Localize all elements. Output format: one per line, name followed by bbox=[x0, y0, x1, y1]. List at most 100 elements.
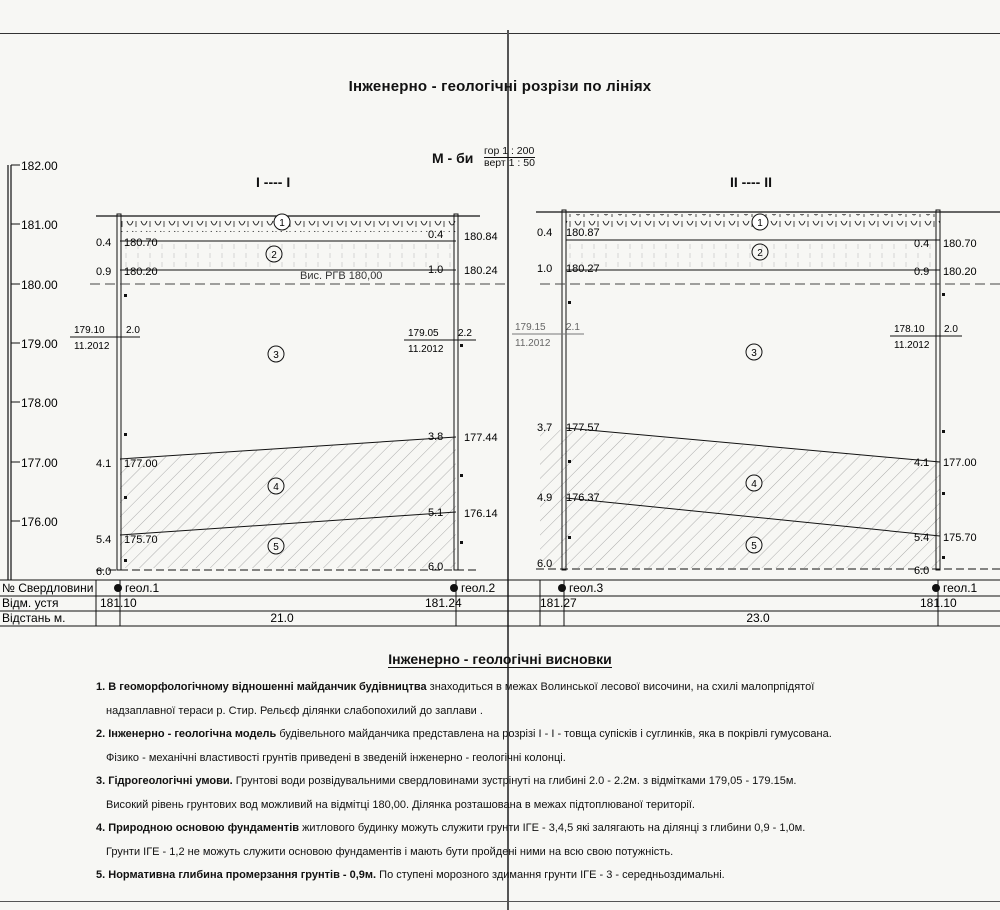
distance-1: 21.0 bbox=[270, 611, 294, 625]
s2-left-depth-5: 6.0 bbox=[537, 558, 552, 570]
s1-left-depth-2: 0.9 bbox=[96, 266, 111, 278]
s1-left-elev-1: 180.70 bbox=[124, 237, 158, 249]
s2-right-depth-2: 0.9 bbox=[914, 266, 929, 278]
axis-label-180: 180.00 bbox=[21, 278, 58, 292]
bottom-border-line bbox=[0, 901, 1000, 902]
conclusion-4-cont: Грунти ІГЕ - 1,2 не можуть служити основ… bbox=[106, 845, 674, 858]
page-title: Інженерно - геологічні розрізи по лініях bbox=[348, 78, 652, 95]
s1-right-depth-1: 0.4 bbox=[428, 229, 443, 241]
well-1-label: геол.1 bbox=[125, 581, 160, 595]
s1-water-right: 179.05 11.2012 2.2 bbox=[404, 328, 476, 355]
rgv-label: Вис. РГВ 180,00 bbox=[300, 270, 382, 282]
svg-text:11.2012: 11.2012 bbox=[74, 341, 110, 352]
well-4-elev: 181.10 bbox=[920, 596, 957, 610]
s1-right-elev-4: 176.14 bbox=[464, 508, 498, 520]
section-1: 0.4 0.9 4.1 5.4 6.0 180.70 180.20 177.00… bbox=[70, 213, 498, 578]
conclusions-title: Інженерно - геологічні висновки bbox=[388, 651, 612, 668]
conclusion-3: 3. Гідрогеологічні умови. Грунтові води … bbox=[96, 775, 797, 787]
boundary-4-5-2 bbox=[565, 497, 941, 537]
distance-2: 23.0 bbox=[746, 611, 770, 625]
layer-4-fill bbox=[120, 437, 456, 535]
section-1-label: I ---- I bbox=[256, 174, 291, 190]
s2-left-depth-1: 0.4 bbox=[537, 227, 552, 239]
well-2-label: геол.2 bbox=[461, 581, 496, 595]
s1-right-elev-3: 177.44 bbox=[464, 432, 498, 444]
svg-text:1: 1 bbox=[279, 218, 285, 229]
s2-layer-2-marker: 2 bbox=[751, 243, 769, 261]
axis-tick-180: 180.00 bbox=[11, 278, 58, 292]
scale-label: М - би bbox=[432, 150, 474, 166]
conclusions-list: 1. В геоморфологічному відношенні майдан… bbox=[96, 676, 956, 888]
row-label-distance: Відстань м. bbox=[2, 611, 66, 625]
svg-text:5: 5 bbox=[273, 542, 279, 553]
s2-layer-4-marker: 4 bbox=[745, 474, 763, 492]
boundary-3-4 bbox=[119, 436, 457, 460]
svg-text:1: 1 bbox=[757, 218, 763, 229]
svg-text:11.2012: 11.2012 bbox=[408, 344, 444, 355]
scale-horizontal: гор 1 : 200 bbox=[484, 145, 535, 158]
s2-right-depth-5: 6.0 bbox=[914, 565, 929, 577]
svg-text:2.0: 2.0 bbox=[944, 324, 958, 335]
svg-text:179.05: 179.05 bbox=[408, 328, 439, 339]
section-2-label: II ---- II bbox=[730, 174, 772, 190]
svg-text:11.2012: 11.2012 bbox=[515, 338, 551, 349]
s1-left-depth-1: 0.4 bbox=[96, 237, 111, 249]
section-2: 0.4 1.0 3.7 4.9 6.0 180.87 180.27 177.57… bbox=[512, 209, 1000, 577]
s1-right-depth-3: 3.8 bbox=[428, 431, 443, 443]
svg-text:4: 4 bbox=[273, 482, 279, 493]
s2-left-depth-4: 4.9 bbox=[537, 492, 552, 504]
borehole-2-column bbox=[453, 213, 459, 571]
borehole-4-column bbox=[935, 209, 941, 571]
svg-text:178.10: 178.10 bbox=[894, 324, 925, 335]
s2-right-elev-1: 180.70 bbox=[943, 238, 977, 250]
s2-right-depth-3: 4.1 bbox=[914, 457, 929, 469]
elevation-axis: 182.00 181.00 180.00 179.00 178.00 177.0… bbox=[7, 159, 58, 580]
borehole-3-column bbox=[561, 209, 567, 571]
s2-left-elev-3: 177.57 bbox=[566, 422, 600, 434]
borehole-table: № Свердловини Відм. устя Відстань м. гео… bbox=[0, 579, 1000, 627]
well-4-label: геол.1 bbox=[943, 581, 978, 595]
row-label-wells: № Свердловини bbox=[2, 581, 93, 595]
s2-left-depth-3: 3.7 bbox=[537, 422, 552, 434]
well-3-elev: 181.27 bbox=[540, 596, 577, 610]
s2-layer-1-marker: 1 bbox=[751, 213, 769, 231]
conclusion-1: 1. В геоморфологічному відношенні майдан… bbox=[96, 681, 815, 693]
s1-left-elev-3: 177.00 bbox=[124, 458, 158, 470]
s1-left-elev-2: 180.20 bbox=[124, 266, 158, 278]
layer-5-fill bbox=[120, 512, 456, 568]
s2-water-right: 178.10 11.2012 2.0 bbox=[890, 324, 962, 351]
s2-water-left: 179.15 11.2012 2.1 bbox=[512, 322, 584, 349]
s1-layer-2-marker: 2 bbox=[265, 245, 283, 263]
svg-text:2: 2 bbox=[757, 248, 763, 259]
row-label-elevation: Відм. устя bbox=[2, 596, 58, 610]
s1-left-depth-5: 6.0 bbox=[96, 566, 111, 578]
conclusion-4: 4. Природною основою фундаментів житлово… bbox=[96, 822, 806, 834]
s2-left-elev-2: 180.27 bbox=[566, 263, 600, 275]
conclusion-3-cont: Високий рівень грунтових вод можливий на… bbox=[106, 798, 695, 811]
s2-right-depth-1: 0.4 bbox=[914, 238, 929, 250]
s1-left-depth-4: 5.4 bbox=[96, 534, 111, 546]
s2-layer-3-marker: 3 bbox=[745, 343, 763, 361]
conclusion-2: 2. Інженерно - геологічна модель будівел… bbox=[96, 728, 832, 740]
axis-label-182: 182.00 bbox=[21, 159, 58, 173]
conclusion-1-cont: надзаплавної тераси р. Стир. Рельєф діля… bbox=[106, 704, 483, 717]
s1-right-elev-2: 180.24 bbox=[464, 265, 498, 277]
s1-left-elev-4: 175.70 bbox=[124, 534, 158, 546]
axis-tick-177: 177.00 bbox=[11, 456, 58, 470]
conclusion-5: 5. Нормативна глибина промерзання грунті… bbox=[96, 869, 725, 881]
s2-right-depth-4: 5.4 bbox=[914, 532, 929, 544]
s2-left-depth-2: 1.0 bbox=[537, 263, 552, 275]
s2-left-elev-1: 180.87 bbox=[566, 227, 600, 239]
axis-label-176: 176.00 bbox=[21, 515, 58, 529]
conclusion-2-cont: Фізико - механічні властивості грунтів п… bbox=[106, 751, 566, 764]
axis-tick-179: 179.00 bbox=[11, 337, 58, 351]
axis-label-177: 177.00 bbox=[21, 456, 58, 470]
well-3-label: геол.3 bbox=[569, 581, 604, 595]
boundary-4-5 bbox=[119, 511, 457, 536]
svg-text:2: 2 bbox=[271, 250, 277, 261]
svg-text:2.1: 2.1 bbox=[566, 322, 580, 333]
svg-text:11.2012: 11.2012 bbox=[894, 340, 930, 351]
axis-label-179: 179.00 bbox=[21, 337, 58, 351]
svg-text:3: 3 bbox=[273, 350, 279, 361]
